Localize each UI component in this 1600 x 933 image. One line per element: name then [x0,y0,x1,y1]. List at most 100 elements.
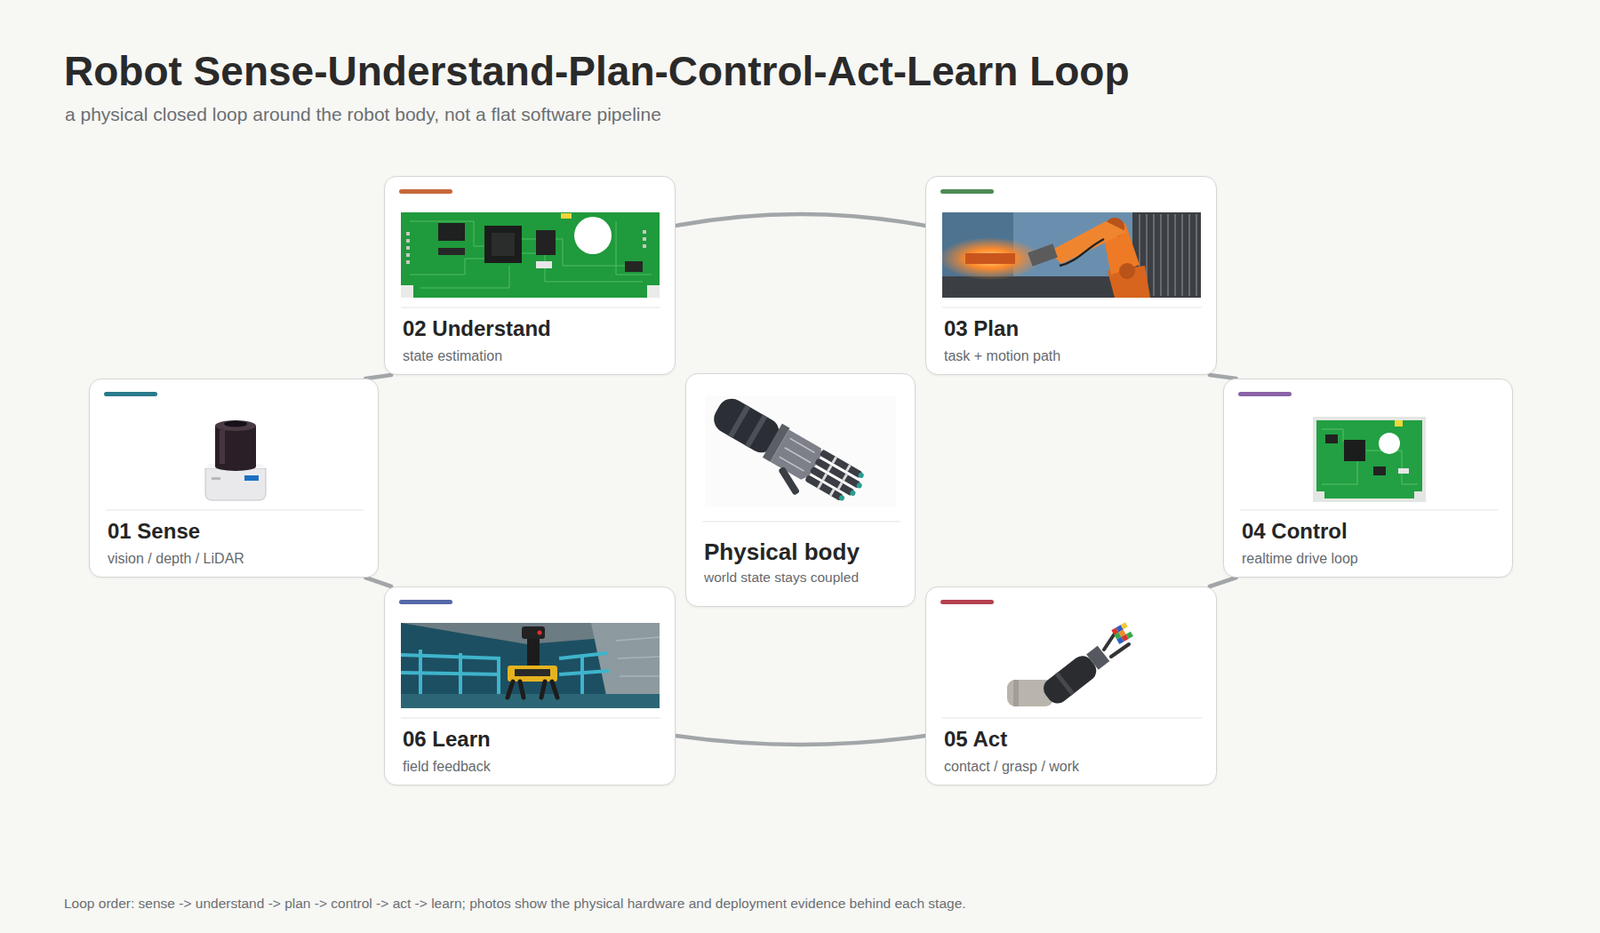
circuit-board [1366,450,1418,485]
robot-dog [507,681,513,698]
body-card: Physical bodyworld state stays coupled [685,373,916,608]
factory-scene [942,212,1201,298]
robot-dog [552,681,558,698]
circuit-board [642,237,647,241]
robot-hand [777,466,800,496]
factory-scene [1152,214,1155,296]
factory-scene [1195,214,1198,296]
stage-title: 04 Control [1241,518,1498,545]
circuit-board [574,216,612,255]
circuit-board [1325,434,1338,444]
lidar-photo [89,379,380,513]
stage-title: 03 Plan [944,315,1202,343]
plant-scene [616,637,660,677]
circuit-board [1394,420,1403,427]
robot-hand [838,494,846,502]
plant-scene [400,672,501,675]
robot-gripper [1055,672,1075,696]
diagram-subtitle: a physical closed loop around the robot … [64,103,662,127]
factory-scene [938,237,1042,280]
robot-hand [856,481,864,489]
diagram-title: Robot Sense-Understand-Plan-Control-Act-… [64,46,1130,96]
robot-hand [857,472,865,480]
circuit-board [409,258,485,275]
stage-subtitle: vision / depth / LiDAR [107,550,364,568]
divider [400,307,661,309]
robot-hand [831,456,838,464]
circuit-board [1344,440,1366,462]
circuit-board [438,248,465,256]
factory-scene [1181,214,1184,296]
circuit-board [400,212,660,298]
circuit-board [400,212,660,298]
plant-scene [458,653,463,695]
robot-hand [784,448,811,464]
stage-card: 04 Control realtime drive loop [1223,378,1513,578]
loop-connector [365,577,392,587]
factory-scene [1160,214,1162,296]
circuit-board [536,230,556,256]
plant-scene [400,694,660,709]
robot-hand [829,488,836,496]
circuit-board [491,232,515,256]
circuit-board [560,213,572,219]
robot-hand [826,464,833,472]
robot-gripper [1007,622,1134,708]
accent-bar [399,600,453,605]
circuit-board [1321,429,1418,485]
stage-title: 01 Sense [107,518,364,545]
accent-bar [940,189,994,194]
plant-scene [616,637,660,641]
robot-hand [821,472,828,480]
robot-gripper [1013,680,1019,707]
accent-bar [940,600,994,605]
robot-arm [1027,243,1058,266]
robot-hand [744,414,768,448]
circuit-board [484,225,522,264]
accent-bar [399,189,453,194]
circuit-board [642,244,647,248]
stage-title: 06 Learn [402,726,661,753]
divider [702,521,901,523]
circuit-board [1378,432,1400,455]
circuit-board [438,223,465,241]
plant-scene [617,656,660,659]
robot-hand [816,456,853,498]
loop-connector [1209,577,1237,587]
robot-dog [537,631,543,636]
lidar-sensor [205,468,266,501]
loop-connector [675,736,926,745]
robot-arm [1119,263,1136,280]
circuit-board [624,261,643,272]
stage-title: Physical body [704,537,901,567]
robot-arm [1059,239,1104,266]
stage-card: 02 Understandstate estimation [384,176,676,376]
circuit-board [409,221,652,288]
lidar-sensor [224,421,248,428]
robot-hand [728,404,751,439]
factory-scene [965,253,1016,264]
circuit-board [1312,416,1426,503]
robot-dog [541,681,545,698]
divider [400,718,661,720]
circuit-board [642,230,647,234]
robot-dog [521,626,545,640]
robot-hand [816,481,824,489]
circuit-board [406,246,410,250]
robot-hand [779,438,816,472]
factory-scene [1139,214,1197,296]
lidar-sensor [219,430,225,464]
divider [942,718,1202,720]
robot-dog [514,669,551,677]
robot-hand [837,481,844,489]
plant-scene [418,649,423,695]
robot-hand-photo [686,374,917,535]
robot-gripper [1111,622,1134,645]
footnote: Loop order: sense -> understand -> plan … [64,895,967,913]
circuit-board [400,212,660,298]
stage-subtitle: realtime drive loop [1241,550,1498,568]
stage-subtitle: task + motion path [944,347,1202,366]
stage-card: 05 Actcontact / grasp / work [925,586,1217,786]
plant-scene [400,649,609,695]
